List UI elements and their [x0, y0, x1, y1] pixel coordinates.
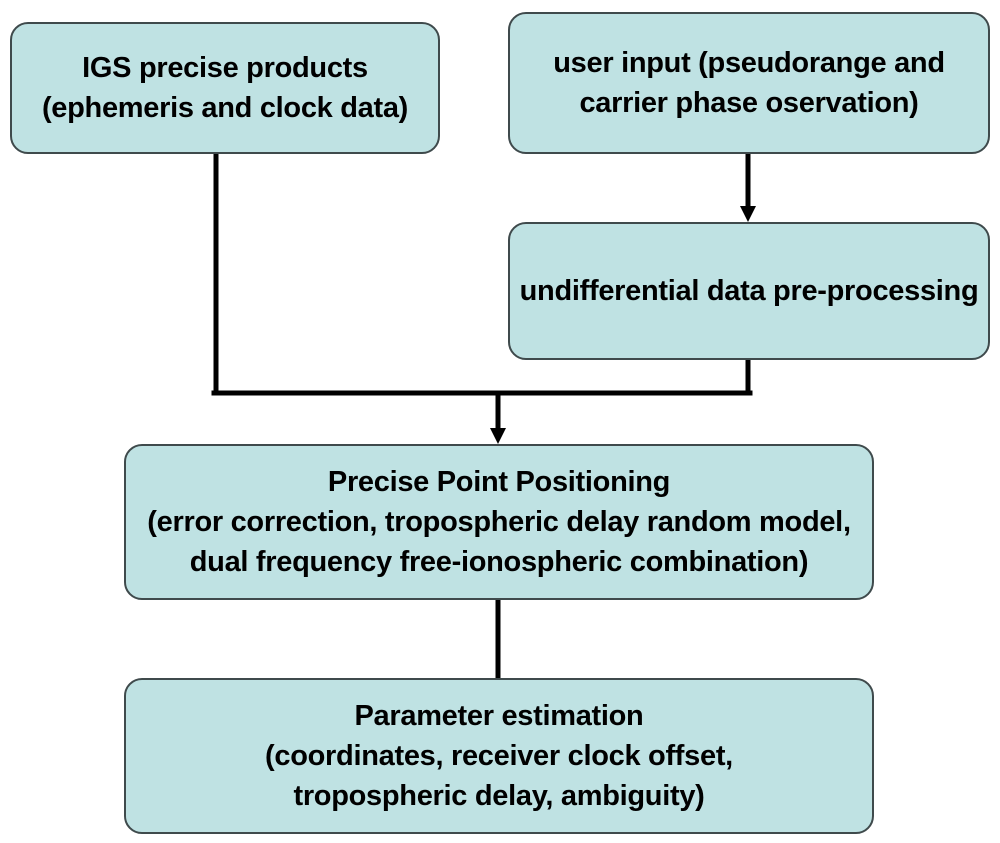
- igs-subtitle: (ephemeris and clock data): [41, 92, 409, 124]
- parameter-detail-line-2: tropospheric delay, ambiguity): [293, 780, 705, 812]
- parameter-title: Parameter estimation: [354, 700, 644, 732]
- preprocessing-label: undifferential data pre-processing: [519, 275, 979, 307]
- user-input-line-1: user input (pseudorange and: [553, 47, 945, 79]
- user-input-box: user input (pseudorange and carrier phas…: [508, 12, 990, 154]
- ppp-detail-line-2: dual frequency free-ionospheric combinat…: [189, 546, 809, 578]
- igs-precise-products-box: IGS precise products (ephemeris and cloc…: [10, 22, 440, 154]
- ppp-detail-line-1: (error correction, tropospheric delay ra…: [147, 506, 851, 538]
- parameter-detail-line-1: (coordinates, receiver clock offset,: [265, 740, 733, 772]
- preprocessing-box: undifferential data pre-processing: [508, 222, 990, 360]
- precise-point-positioning-box: Precise Point Positioning (error correct…: [124, 444, 874, 600]
- arrowhead-to-preprocessing: [740, 206, 756, 222]
- user-input-line-2: carrier phase oservation): [579, 87, 919, 119]
- ppp-title: Precise Point Positioning: [327, 466, 671, 498]
- parameter-estimation-box: Parameter estimation (coordinates, recei…: [124, 678, 874, 834]
- igs-title: IGS precise products: [82, 52, 368, 84]
- arrowhead-to-ppp: [490, 428, 506, 444]
